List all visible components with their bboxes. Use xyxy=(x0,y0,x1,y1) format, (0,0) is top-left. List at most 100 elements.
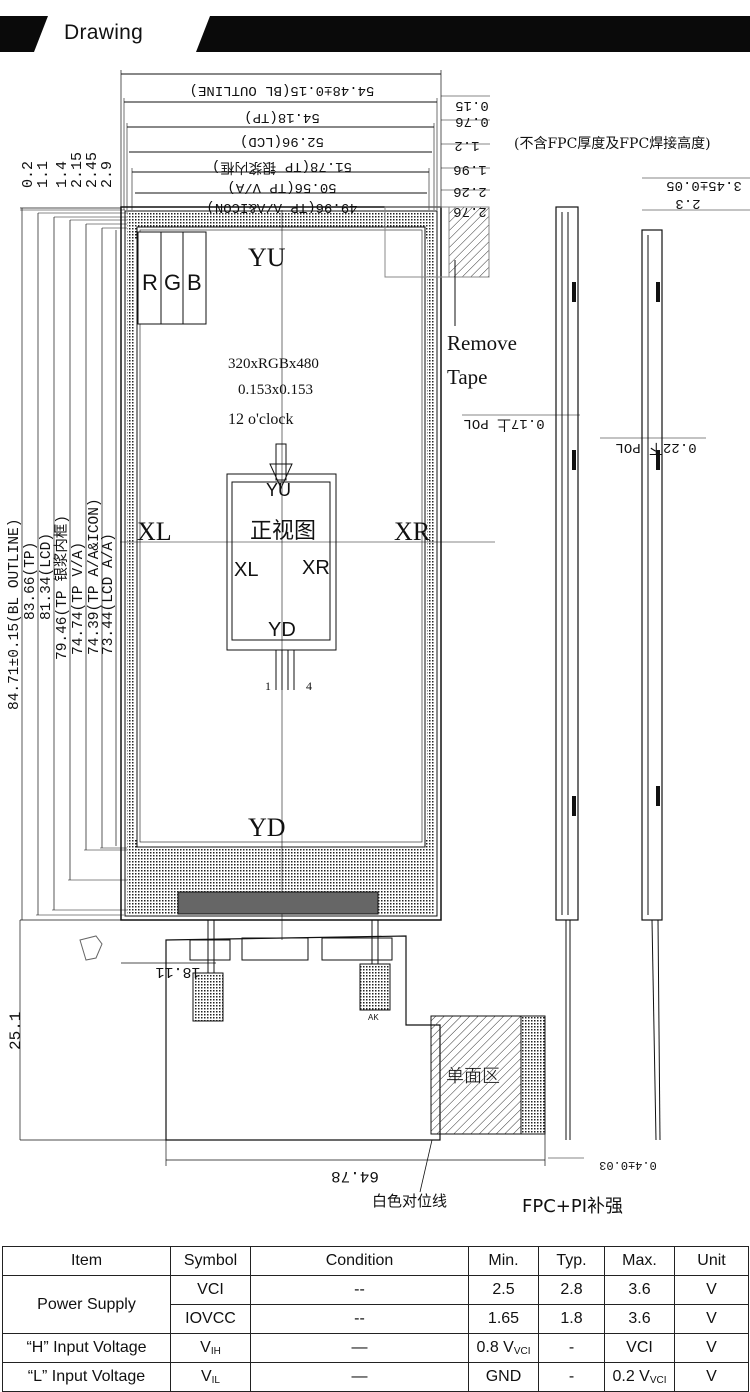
dim-251: 25.1 xyxy=(7,1012,25,1050)
top-right-dimensions: 0.15 0.76 1.2 1.96 2.26 2.76 xyxy=(441,95,490,219)
cell-vih-item: “H” Input Voltage xyxy=(2,1333,171,1363)
hand-pointer-icon xyxy=(79,935,103,961)
label-clock: 12 o'clock xyxy=(228,411,294,428)
label-ak: AK xyxy=(368,1013,379,1022)
dim-6478: 64.78 xyxy=(331,1167,379,1185)
cell-vil-typ: - xyxy=(538,1362,605,1392)
cell-vil-max: 0.2 VVCI xyxy=(604,1362,675,1392)
dim-left-0: 84.71±0.15(BL OUTLINE) xyxy=(7,519,23,710)
dim-23: 2.3 xyxy=(675,195,700,211)
dim-left-2: 81.34(LCD) xyxy=(39,533,55,620)
cell-vil-unit: V xyxy=(674,1362,749,1392)
inset-xl: XL xyxy=(234,559,258,581)
dim-top-4: 50.56(TP V/A) xyxy=(227,179,336,195)
label-single-side: 单面区 xyxy=(446,1066,500,1087)
vil-max-sub: VCI xyxy=(649,1375,667,1386)
dim-1811: 18.11 xyxy=(155,963,200,980)
label-remove: Remove xyxy=(447,331,517,355)
front-view-inset: 正视图 YU XL XR YD 1 4 xyxy=(226,443,337,693)
vih-min-main: 0.8 V xyxy=(476,1339,514,1356)
dim-lt-4: 2.45 xyxy=(84,152,101,188)
label-pitch: 0.153x0.153 xyxy=(238,382,313,398)
table-row: “L” Input Voltage VIL — GND - 0.2 VVCI V xyxy=(2,1362,749,1392)
pol-bottom: 0.22下 POL xyxy=(615,439,696,455)
dim-left-4: 74.74(TP V/A) xyxy=(71,542,87,655)
pin-1: 1 xyxy=(265,679,271,693)
cell-vil-min: GND xyxy=(468,1362,539,1392)
table-row: Power Supply VCI -- 2.5 2.8 3.6 V xyxy=(2,1275,749,1334)
electrical-spec-table: Item Symbol Condition Min. Typ. Max. Uni… xyxy=(2,1246,749,1392)
fpc-dimensions: 18.11 25.1 64.78 白色对位线 xyxy=(7,920,546,1210)
vil-max-main: 0.2 V xyxy=(612,1368,650,1385)
dim-left-1: 83.66(TP) xyxy=(23,542,39,620)
label-tape: Tape xyxy=(447,365,488,389)
cell-vci-symbol: VCI xyxy=(170,1275,251,1305)
dim-tr-2: 1.2 xyxy=(454,137,479,153)
pol-top: 0.17上 POL xyxy=(463,415,544,432)
spec-table-wrap: Item Symbol Condition Min. Typ. Max. Uni… xyxy=(2,1246,749,1392)
dim-lt-0: 0.2 xyxy=(20,161,37,188)
cell-vil-condition: — xyxy=(250,1362,469,1392)
side-view: (不含FPC厚度及FPC焊接高度) 3.45±0.05 2.3 0.17上 PO… xyxy=(462,135,750,1217)
vih-min-sub: VCI xyxy=(513,1346,531,1357)
label-yd: YD xyxy=(248,813,286,842)
left-dimensions: 84.71±0.15(BL OUTLINE) 83.66(TP) 81.34(L… xyxy=(7,208,135,921)
header-min: Min. xyxy=(468,1246,539,1276)
dim-top-3: 51.78(TP 银浆内框) xyxy=(212,158,352,175)
dim-lt-5: 2.9 xyxy=(99,161,116,188)
label-white-mark: 白色对位线 xyxy=(372,1192,447,1210)
cell-vih-max: VCI xyxy=(604,1333,675,1363)
label-xr: XR xyxy=(394,517,431,546)
side-note: (不含FPC厚度及FPC焊接高度) xyxy=(514,135,711,152)
dim-tr-4: 2.26 xyxy=(453,183,487,199)
header-bar: Drawing xyxy=(0,16,750,52)
label-resolution: 320xRGBx480 xyxy=(228,356,319,372)
inset-yd: YD xyxy=(268,619,296,641)
dim-tr-3: 1.96 xyxy=(453,161,487,177)
table-row: IOVCC -- 1.65 1.8 3.6 V xyxy=(3,1304,749,1334)
dim-lt-2: 1.4 xyxy=(54,161,71,188)
dim-top-0: 54.48±0.15(BL OUTLINE) xyxy=(190,82,375,98)
inset-yu: YU xyxy=(266,480,291,500)
header-tab: Drawing xyxy=(34,16,210,52)
cell-vci-max: 3.6 xyxy=(604,1275,675,1305)
cell-vil-item: “L” Input Voltage xyxy=(2,1362,171,1392)
rgb-b: B xyxy=(187,270,202,295)
lcd-module xyxy=(120,206,495,940)
vil-symbol-main: V xyxy=(200,1368,212,1385)
rgb-r: R xyxy=(142,270,158,295)
dim-lt-1: 1.1 xyxy=(35,161,52,188)
header-item: Item xyxy=(2,1246,171,1276)
header-unit: Unit xyxy=(674,1246,749,1276)
fpc-cable: AK 单面区 xyxy=(165,891,546,1141)
vil-symbol-sub: IL xyxy=(211,1375,220,1386)
vih-symbol-sub: IH xyxy=(210,1346,221,1357)
rgb-g: G xyxy=(164,270,181,295)
cell-vci-condition: -- xyxy=(250,1275,469,1305)
label-fpc-pi: FPC+PI补强 xyxy=(522,1196,623,1217)
technical-drawing: 54.48±0.15(BL OUTLINE) 54.18(TP) 52.96(L… xyxy=(7,70,750,1217)
dim-tr-0: 0.15 xyxy=(455,97,489,113)
cell-vci-typ: 2.8 xyxy=(538,1275,605,1305)
cell-vci-min: 2.5 xyxy=(468,1275,539,1305)
vih-symbol-main: V xyxy=(200,1339,211,1356)
cell-vih-symbol: VIH xyxy=(170,1333,251,1363)
cell-vih-typ: - xyxy=(538,1333,605,1363)
inset-xr: XR xyxy=(302,557,330,579)
dim-top-1: 54.18(TP) xyxy=(244,109,320,125)
cell-iovcc-max: 3.6 xyxy=(604,1304,675,1334)
cell-iovcc-typ: 1.8 xyxy=(538,1304,605,1334)
table-header-row: Item Symbol Condition Min. Typ. Max. Uni… xyxy=(2,1246,749,1276)
header-title: Drawing xyxy=(64,21,144,44)
table-row: “H” Input Voltage VIH — 0.8 VVCI - VCI V xyxy=(2,1333,749,1363)
remove-tape-area xyxy=(384,206,490,326)
pin-4: 4 xyxy=(306,679,312,693)
cell-vil-symbol: VIL xyxy=(170,1362,251,1392)
cell-vci-unit: V xyxy=(674,1275,749,1305)
dim-04: 0.4±0.03 xyxy=(599,1158,657,1172)
cell-iovcc-condition: -- xyxy=(250,1304,469,1334)
dim-left-6: 73.44(LCD A/A) xyxy=(101,533,117,655)
dim-top-2: 52.96(LCD) xyxy=(240,133,324,149)
dim-left-3: 79.46(TP 银浆内框) xyxy=(52,515,71,660)
cell-iovcc-symbol: IOVCC xyxy=(170,1304,251,1334)
